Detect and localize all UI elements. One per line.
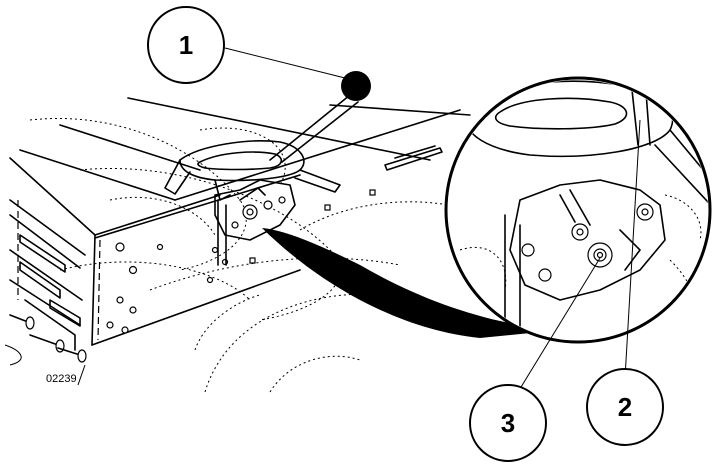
callout-2-leader xyxy=(624,119,641,379)
detail-magnifier xyxy=(444,76,712,344)
lever-knob xyxy=(341,71,371,101)
callout-2: 2 xyxy=(586,368,664,446)
magnifier-pointer xyxy=(262,228,560,338)
callout-2-label: 2 xyxy=(618,392,632,422)
callout-3-leader xyxy=(517,257,601,393)
callout-3-label: 3 xyxy=(501,408,515,438)
seat-handle-assembly xyxy=(164,94,359,266)
callout-1-label: 1 xyxy=(179,30,193,60)
machine-body xyxy=(4,97,471,393)
callout-3: 3 xyxy=(469,384,547,462)
callout-1-leader xyxy=(224,47,346,79)
callout-1: 1 xyxy=(147,6,225,84)
part-code: 02239 xyxy=(46,373,77,385)
